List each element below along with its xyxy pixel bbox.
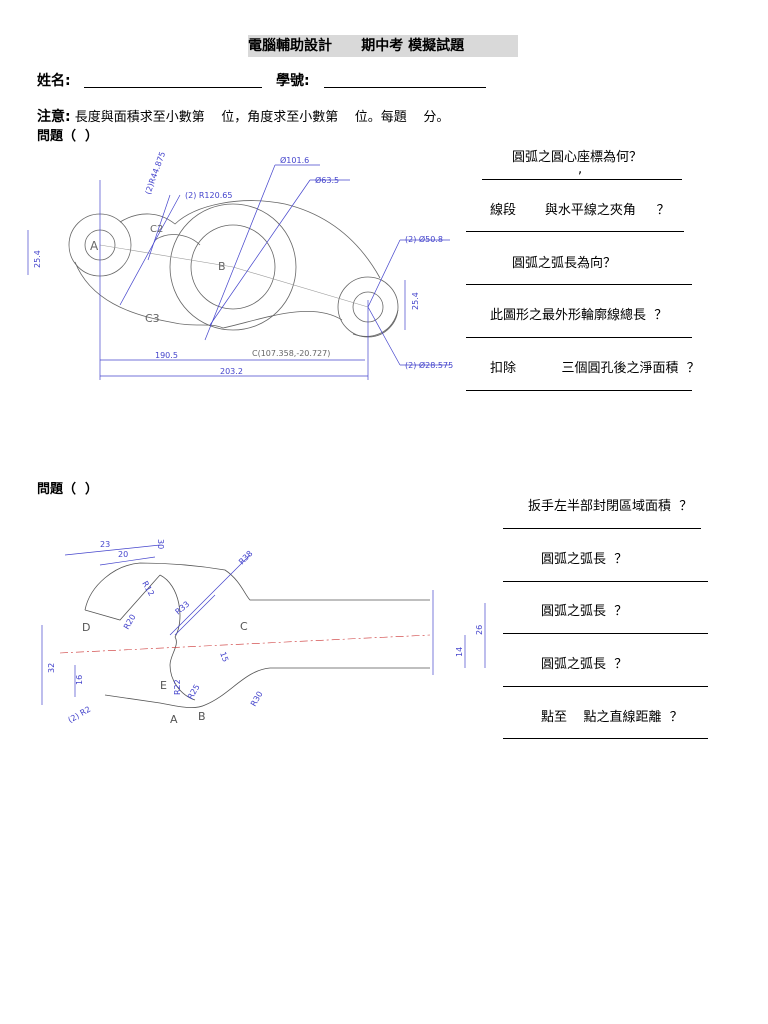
v2-label: 25.4 [411,292,420,310]
r2-label: (2) R2 [67,705,93,725]
h1-label: 190.5 [155,351,178,360]
s1-q2: 線段 與水平線之夾角 ？ [490,203,670,218]
outline-lower-mid [222,311,343,329]
section2-heading: 問題（ ） [37,482,99,497]
outline-inner [154,234,201,246]
name-label: 姓名: [37,73,71,89]
d2-label: Ø63.5 [315,175,339,185]
s2-q2: 圓弧之弧長 ？ [541,552,628,567]
s2-q4: 圓弧之弧長 ？ [541,657,628,672]
s2-answer-3[interactable] [503,633,708,634]
point-e: E [160,679,167,692]
dim-14: 14 [455,647,464,657]
dim-20: 20 [118,550,128,559]
s2-answer-5[interactable] [503,738,708,739]
point-c: C [240,620,248,633]
r38-label: R38 [237,549,255,567]
id-field[interactable] [324,87,486,88]
dim-26: 26 [475,625,484,635]
jaw-lower [169,636,196,701]
s2-q5: 點至 點之直線距離 ？ [541,710,683,725]
s1-q1: 圓弧之圓心座標為何？ [512,150,643,165]
c3-label: C3 [145,312,160,325]
dim-30: 30 [156,539,165,549]
point-b: B [198,710,206,723]
s1-answer-4[interactable] [466,337,692,338]
s1-answer-5[interactable] [466,390,692,391]
v1-label: 25.4 [33,250,42,268]
c2-label: C2 [150,224,163,235]
center-boss-outer [169,203,297,331]
d3-label: (2) Ø50.8 [405,234,443,244]
dim-15: 15 [218,651,230,664]
center-hole [190,224,276,310]
jaw-arc [159,574,181,638]
note-label: 注意: [37,109,71,125]
s2-q3: 圓弧之弧長 ？ [541,604,628,619]
outline-upper [119,200,381,279]
r33-label: R33 [174,600,192,617]
dim-32: 32 [47,663,56,673]
point-a: A [170,713,178,726]
r25-label: R25 [186,683,202,701]
s1-answer-3[interactable] [466,284,692,285]
s2-answer-4[interactable] [503,686,708,687]
s1-q3: 圓弧之弧長為向？ [512,256,617,271]
s1-q5: 扣除 三個圓孔後之淨面積 ？ [490,361,700,376]
id-label: 學號: [276,73,310,89]
section1-heading: 問題（ ） [37,129,99,144]
note: 注意: 長度與面積求至小數第 位，角度求至小數第 位。每題 分。 [37,106,449,126]
outline-lower-left [74,261,224,329]
s1-q1-sub: , [578,162,583,177]
d1-label: Ø101.6 [280,155,309,165]
s1-answer-1[interactable] [482,179,682,180]
point-b-label: B [218,260,226,273]
s1-q4: 此圖形之最外形輪廓線總長 ？ [490,308,668,323]
point-a-label: A [90,239,99,253]
outline-right [352,309,399,337]
coord-label: C(107.358,-20.727) [252,349,330,358]
wrench-drawing: 23 20 30 R38 R12 R20 R33 32 16 R22 R25 R… [41,539,486,726]
s1-answer-2[interactable] [466,231,684,232]
cam-link-drawing: A B C2 C3 (2)R44.875 (2) R120.65 Ø101.6 … [27,150,453,380]
r2-label: (2) R120.65 [185,191,232,200]
wrench-upper-edge [84,562,430,611]
s2-answer-1[interactable] [503,528,701,529]
dim-23: 23 [100,540,110,549]
r1-label: (2)R44.875 [143,150,167,195]
jaw-upper [84,574,161,621]
point-d: D [82,621,90,634]
h2-label: 203.2 [220,367,243,376]
d4-label: (2) Ø28.575 [405,360,453,370]
s2-q1: 扳手左半部封閉區域面積 ？ [528,499,693,514]
r22-label: R22 [173,679,182,695]
name-field[interactable] [84,87,262,88]
note-text: 長度與面積求至小數第 位，角度求至小數第 位。每題 分。 [70,110,450,125]
r30-label: R30 [249,690,265,708]
dim-16: 16 [75,675,84,685]
s2-answer-2[interactable] [503,581,708,582]
wrench-lower-edge [104,667,430,709]
exam-title: 電腦輔助設計 期中考 模擬試題 [248,35,518,57]
